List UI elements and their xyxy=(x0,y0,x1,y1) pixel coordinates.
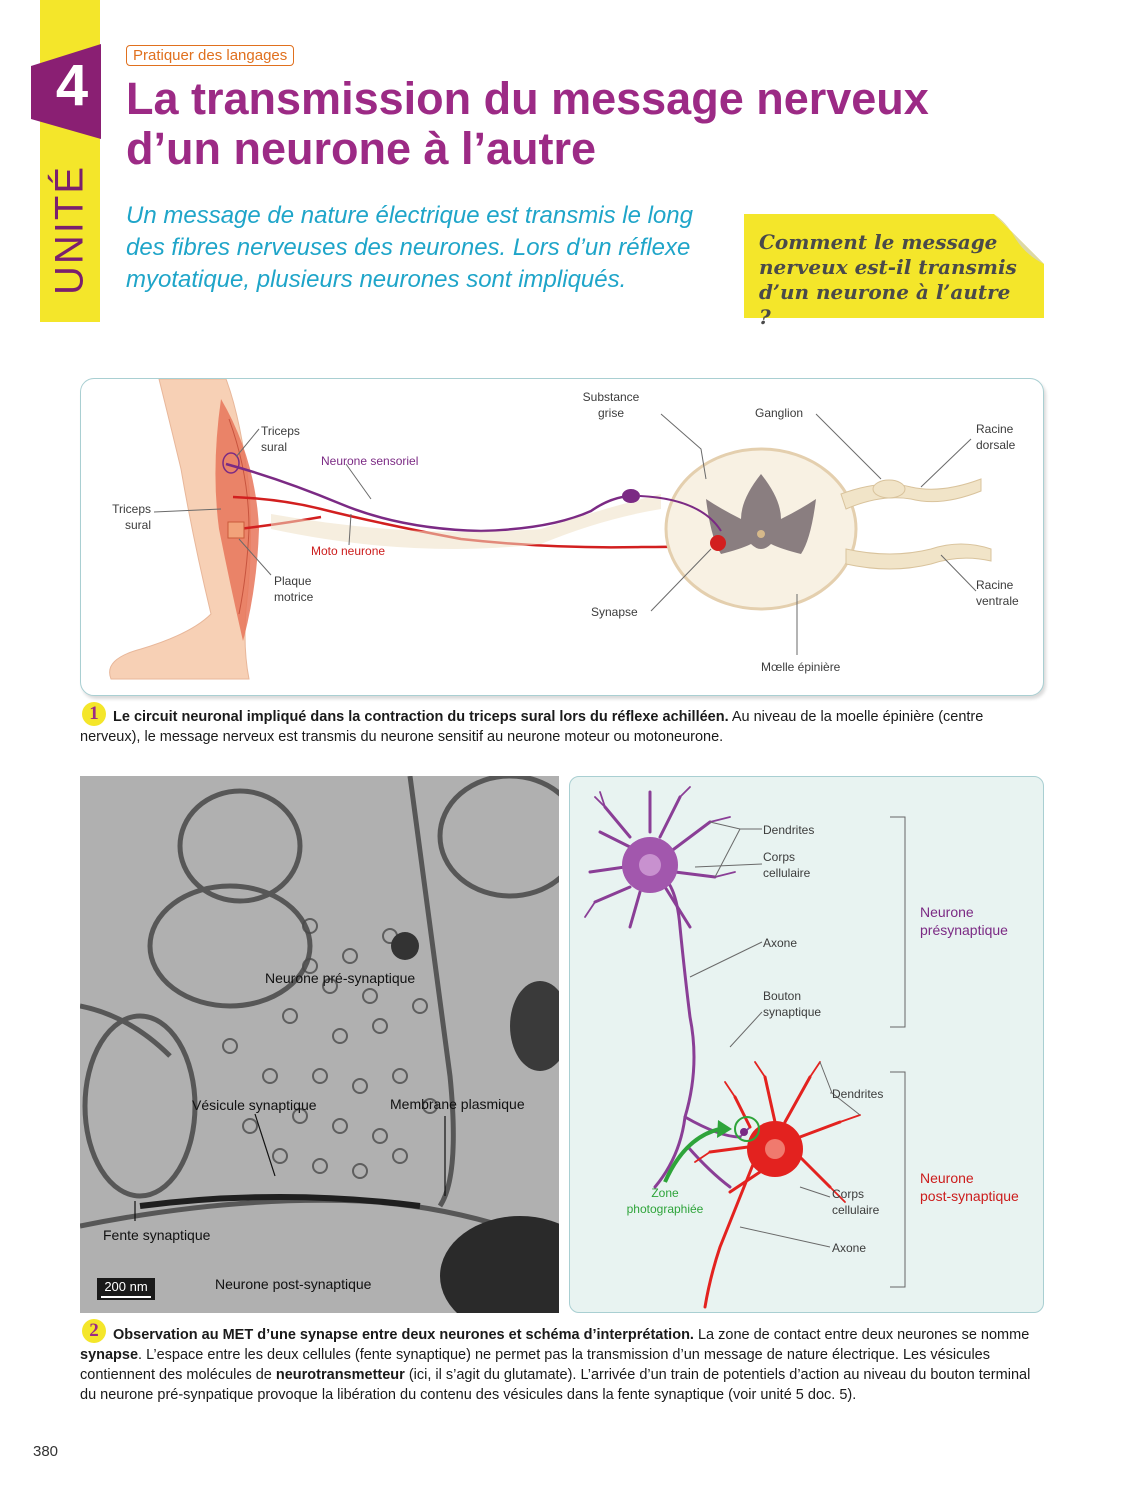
page-number: 380 xyxy=(33,1443,58,1460)
label-spinal-cord: Mœlle épinière xyxy=(761,659,840,675)
label-motor-neuron: Moto neurone xyxy=(311,543,385,559)
unit-label: UNITÉ xyxy=(43,160,97,300)
label-dendrites-pre: Dendrites xyxy=(763,822,814,838)
label-synaptic-vesicle: Vésicule synaptique xyxy=(192,1097,317,1113)
label-ganglion: Ganglion xyxy=(755,405,803,421)
label-ventral-root: Racine ventrale xyxy=(976,577,1019,609)
label-motor-plate: Plaque motrice xyxy=(274,573,313,605)
label-triceps-top: Triceps sural xyxy=(261,423,300,455)
label-presynaptic-title: Neurone présynaptique xyxy=(920,903,1008,939)
reflex-circuit-drawing xyxy=(81,379,1044,696)
intro-text: Un message de nature électrique est tran… xyxy=(126,200,716,296)
label-triceps-left: Triceps sural xyxy=(91,501,151,533)
label-axon-post: Axone xyxy=(832,1240,866,1256)
reflex-circuit-figure: Triceps sural Triceps sural Neurone sens… xyxy=(80,378,1044,696)
label-sensory-neuron: Neurone sensoriel xyxy=(321,453,418,469)
label-cell-body-post: Corps cellulaire xyxy=(832,1186,879,1218)
label-cell-body-pre: Corps cellulaire xyxy=(763,849,810,881)
neuron-schema: Dendrites Corps cellulaire Axone Bouton … xyxy=(569,776,1044,1313)
label-synaptic-button: Bouton synaptique xyxy=(763,988,821,1020)
label-synaptic-cleft: Fente synaptique xyxy=(103,1227,210,1243)
label-synapse: Synapse xyxy=(591,604,638,620)
label-grey-matter: Substance grise xyxy=(576,389,646,421)
question-text: Comment le message nerveux est-il transm… xyxy=(759,230,1029,330)
label-dorsal-root: Racine dorsale xyxy=(976,421,1015,453)
label-presynaptic-neuron: Neurone pré-synaptique xyxy=(265,970,415,986)
scale-bar: 200 nm xyxy=(97,1278,155,1300)
label-plasma-membrane: Membrane plasmique xyxy=(390,1096,525,1112)
unit-number: 4 xyxy=(44,52,100,119)
label-axon-pre: Axone xyxy=(763,935,797,951)
label-dendrites-post: Dendrites xyxy=(832,1086,883,1102)
label-photographed-zone: Zone photographiée xyxy=(610,1185,720,1217)
label-postsynaptic-neuron: Neurone post-synaptique xyxy=(215,1276,371,1292)
label-postsynaptic-title: Neurone post-synaptique xyxy=(920,1169,1019,1205)
question-box: Comment le message nerveux est-il transm… xyxy=(744,214,1044,318)
category-tag: Pratiquer des langages xyxy=(126,45,294,66)
doc1-caption: Le circuit neuronal impliqué dans la con… xyxy=(80,707,1045,747)
doc2-caption: Observation au MET d’une synapse entre d… xyxy=(80,1325,1045,1405)
page-title: La transmission du message nerveux d’un … xyxy=(126,74,1026,174)
